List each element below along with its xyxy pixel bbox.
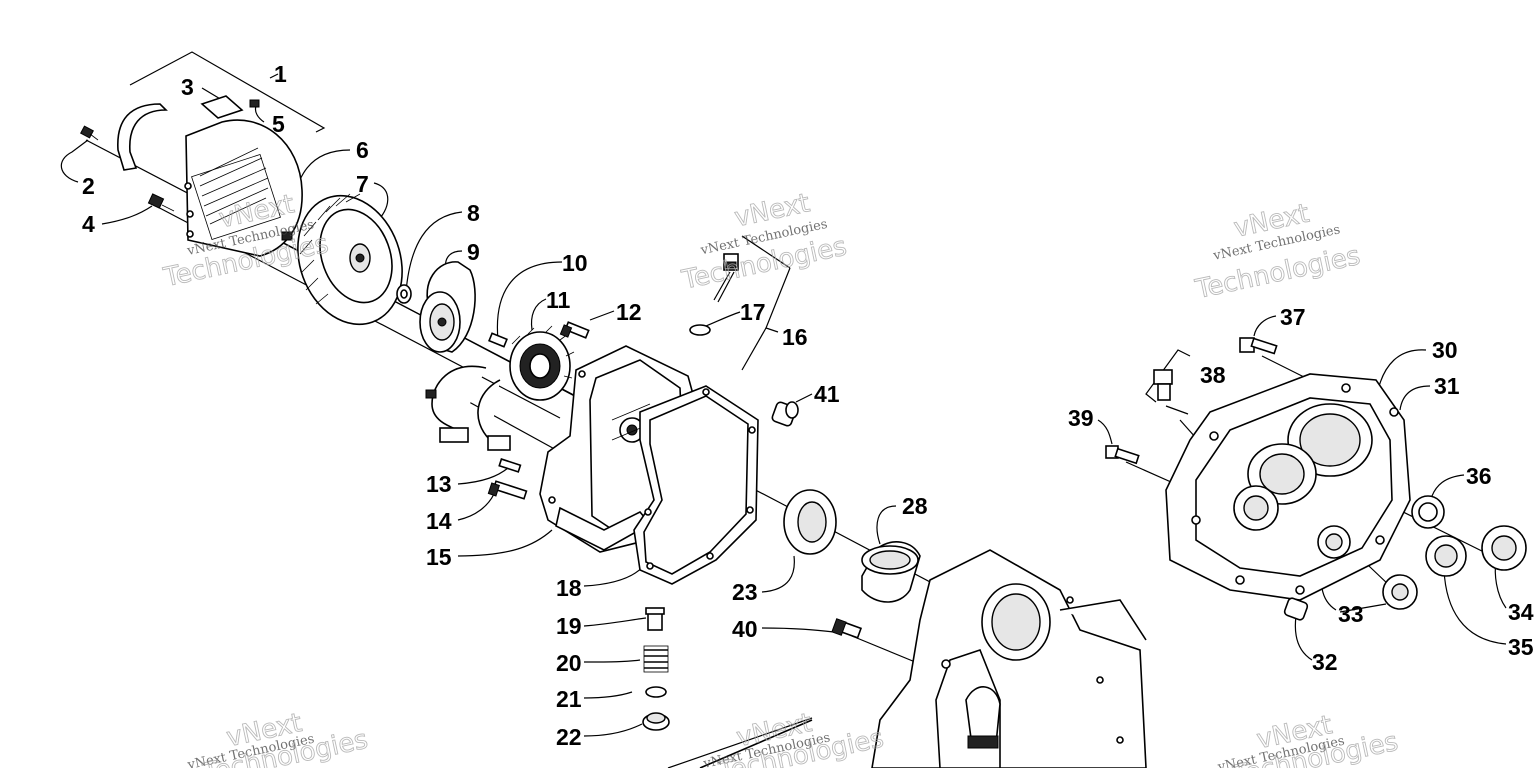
part-39-bolt bbox=[1105, 445, 1140, 465]
callout-16: 16 bbox=[782, 324, 808, 350]
callout-9: 9 bbox=[467, 239, 480, 265]
crank-shaft-rod bbox=[699, 719, 813, 768]
callout-7: 7 bbox=[356, 171, 369, 197]
callout-19: 19 bbox=[556, 613, 582, 639]
part-21-o-ring bbox=[645, 686, 667, 698]
callout-6: 6 bbox=[356, 137, 369, 163]
part-32-dowel bbox=[1283, 597, 1309, 621]
callout-2: 2 bbox=[82, 173, 95, 199]
callout-41: 41 bbox=[814, 381, 840, 407]
part-35-bearing bbox=[1425, 535, 1467, 577]
part-5-screw bbox=[249, 99, 260, 108]
callout-3: 3 bbox=[181, 74, 194, 100]
watermark-bottom-left: vNext vNext Technologies Technologies bbox=[185, 708, 371, 768]
callout-35: 35 bbox=[1508, 634, 1534, 660]
part-22-drain-plug bbox=[642, 712, 670, 731]
part-10-screw bbox=[488, 332, 508, 348]
watermark-bottom-right: vNext vNext Technologies Technologies bbox=[1216, 710, 1402, 768]
part-37-bolt bbox=[1239, 337, 1278, 355]
part-34-bearing bbox=[1481, 525, 1527, 571]
part-33-bearing-upper bbox=[1317, 525, 1351, 559]
callout-13: 13 bbox=[426, 471, 452, 497]
part-12-screw bbox=[559, 321, 590, 339]
part-8-washer bbox=[396, 284, 412, 304]
callout-12: 12 bbox=[616, 299, 642, 325]
callout-21: 21 bbox=[556, 686, 582, 712]
callout-40: 40 bbox=[732, 616, 758, 642]
part-3-decal bbox=[200, 95, 244, 119]
callout-39: 39 bbox=[1068, 405, 1094, 431]
part-20-spring bbox=[643, 645, 669, 673]
callout-38: 38 bbox=[1200, 362, 1226, 388]
callout-4: 4 bbox=[82, 211, 95, 237]
watermark-right: vNext vNext Technologies Technologies bbox=[1192, 198, 1363, 306]
callout-31: 31 bbox=[1434, 373, 1460, 399]
part-13-bolt bbox=[498, 458, 522, 473]
part-1-fan-shroud bbox=[117, 103, 303, 257]
part-19-screen bbox=[645, 607, 665, 631]
part-16-dipstick bbox=[713, 253, 739, 303]
part-2-screw bbox=[80, 125, 99, 141]
callout-18: 18 bbox=[556, 575, 582, 601]
crankcase-half bbox=[871, 549, 1147, 768]
part-18-gasket bbox=[633, 385, 759, 585]
callout-8: 8 bbox=[467, 200, 480, 226]
part-6-bolt bbox=[281, 231, 293, 241]
callout-20: 20 bbox=[556, 650, 582, 676]
callout-14: 14 bbox=[426, 508, 452, 534]
callout-15: 15 bbox=[426, 544, 452, 570]
callout-17: 17 bbox=[740, 299, 766, 325]
part-33-bearing-lower bbox=[1382, 574, 1418, 610]
part-28-sleeve bbox=[861, 541, 921, 603]
part-11-stator bbox=[509, 325, 575, 401]
callout-23: 23 bbox=[732, 579, 758, 605]
part-4-bolt bbox=[147, 193, 175, 212]
callout-32: 32 bbox=[1312, 649, 1338, 675]
callout-33: 33 bbox=[1338, 601, 1364, 627]
part-14-bolt bbox=[487, 480, 528, 500]
callout-11: 11 bbox=[546, 287, 571, 313]
callout-28: 28 bbox=[902, 493, 928, 519]
watermark-center: vNext vNext Technologies Technologies bbox=[678, 188, 849, 296]
callout-10: 10 bbox=[562, 250, 588, 276]
callout-30: 30 bbox=[1432, 337, 1458, 363]
part-17-o-ring bbox=[689, 324, 711, 336]
callout-5: 5 bbox=[272, 111, 285, 137]
part-7-flywheel-fan bbox=[297, 193, 403, 326]
callout-labels: 1 2 3 4 5 6 7 8 9 10 11 12 13 14 15 16 1… bbox=[82, 61, 1534, 750]
callout-36: 36 bbox=[1466, 463, 1492, 489]
wire-harness bbox=[425, 365, 511, 451]
callout-22: 22 bbox=[556, 724, 582, 750]
part-40-bolt bbox=[831, 618, 863, 639]
callout-34: 34 bbox=[1508, 599, 1534, 625]
callout-37: 37 bbox=[1280, 304, 1306, 330]
watermark-bottom-center: vNext vNext Technologies Technologies bbox=[701, 708, 887, 768]
part-38-breather bbox=[1153, 369, 1189, 415]
part-23-oil-seal bbox=[783, 489, 837, 555]
part-41-dowel bbox=[771, 401, 799, 427]
part-9-rotor bbox=[419, 261, 476, 353]
callout-1: 1 bbox=[274, 61, 287, 87]
part-36-seal bbox=[1411, 495, 1445, 529]
part-30-gear-case bbox=[1165, 373, 1411, 601]
